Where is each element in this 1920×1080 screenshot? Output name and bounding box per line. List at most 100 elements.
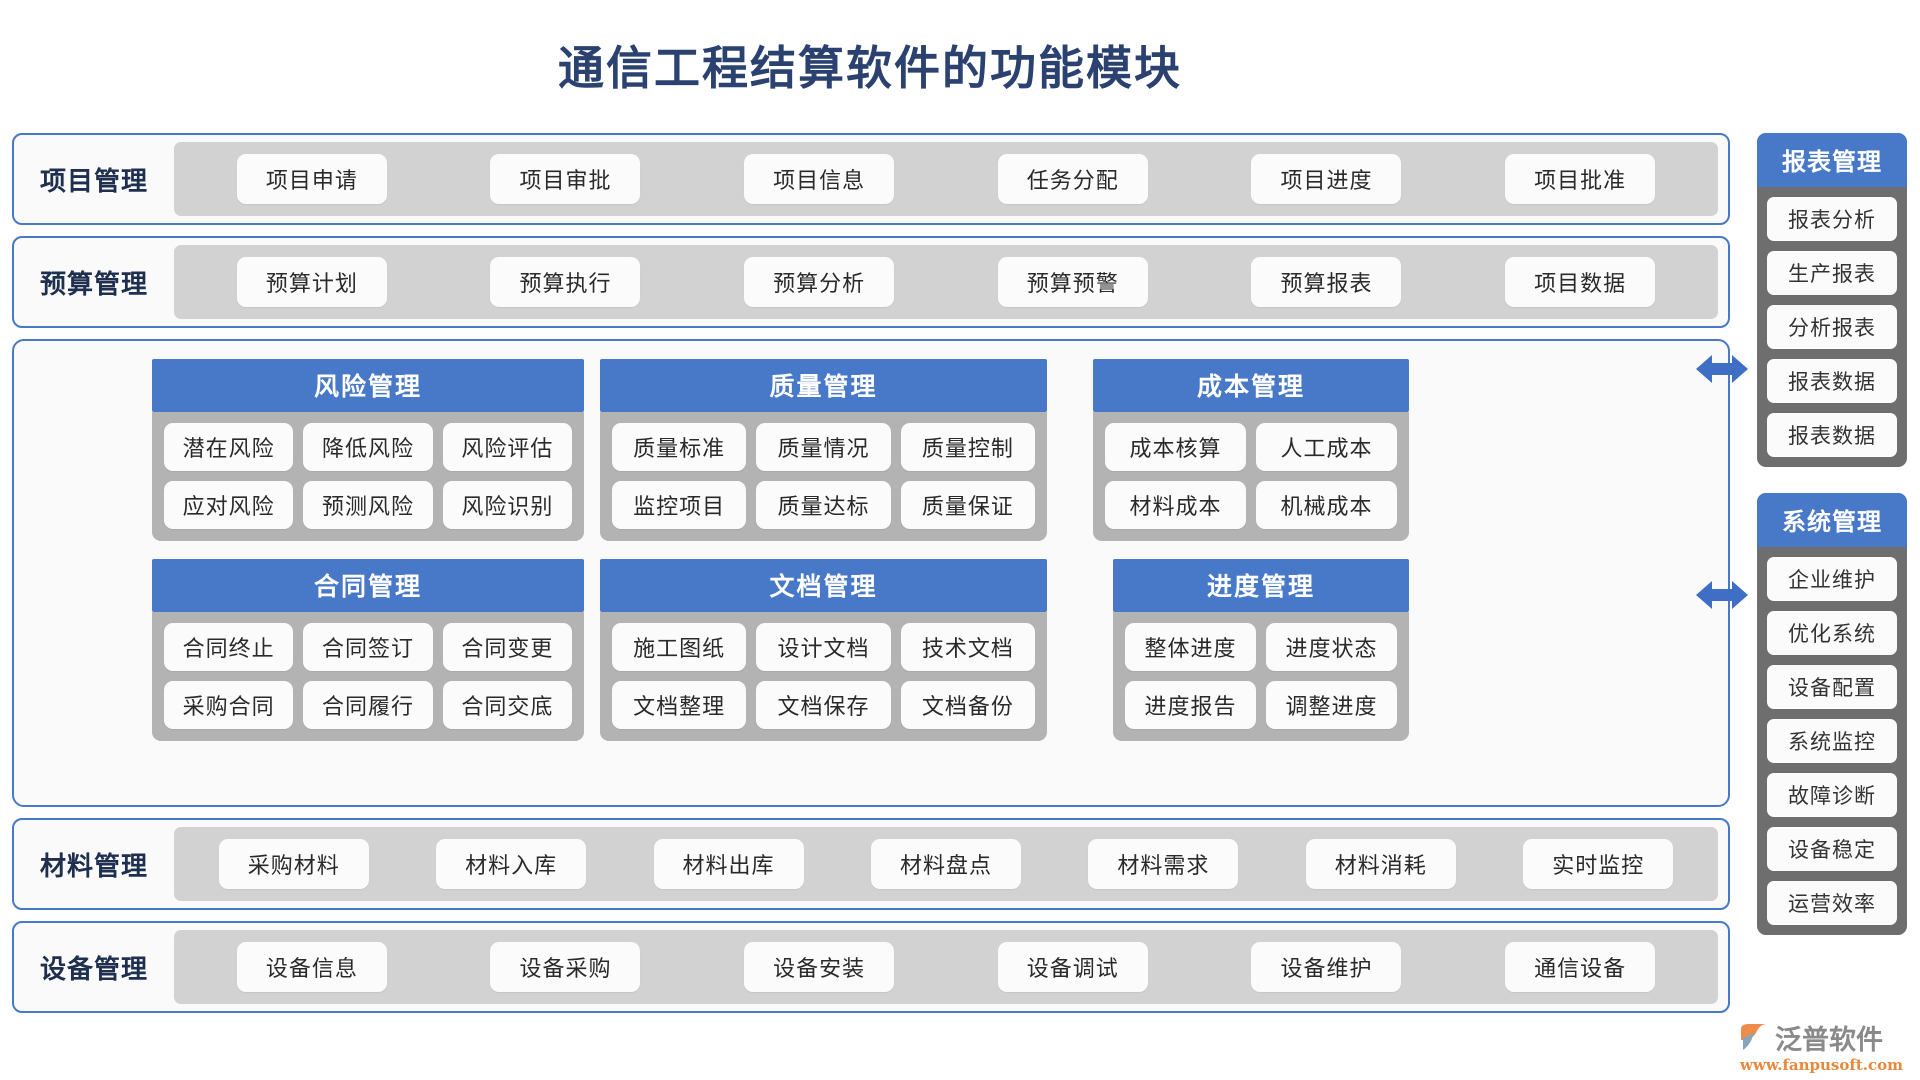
- card-item[interactable]: 整体进度: [1125, 623, 1256, 671]
- double-arrow-icon: [1696, 352, 1748, 386]
- card-item[interactable]: 合同变更: [442, 623, 572, 671]
- band-item[interactable]: 设备维护: [1251, 942, 1402, 992]
- card-item[interactable]: 文档整理: [612, 681, 747, 729]
- card-item[interactable]: 预测风险: [303, 481, 433, 529]
- band-item[interactable]: 预算报表: [1251, 257, 1402, 307]
- card-item[interactable]: 采购合同: [164, 681, 294, 729]
- sidebar-item[interactable]: 优化系统: [1767, 611, 1897, 655]
- swoosh-icon: [1738, 1023, 1770, 1053]
- page-title: 通信工程结算软件的功能模块: [558, 41, 1182, 95]
- card-cost-management: 成本管理 成本核算 人工成本 材料成本 机械成本: [1093, 359, 1409, 541]
- card-title: 进度管理: [1113, 559, 1409, 612]
- band-item[interactable]: 设备采购: [490, 942, 641, 992]
- band-item[interactable]: 实时监控: [1523, 839, 1674, 889]
- double-arrow-icon: [1696, 578, 1748, 612]
- band-project-management: 项目管理 项目申请 项目审批 项目信息 任务分配 项目进度 项目批准: [12, 133, 1730, 225]
- card-item[interactable]: 质量标准: [612, 423, 747, 471]
- sidebar-item[interactable]: 报表分析: [1767, 197, 1897, 241]
- logo-company-name: 泛普软件: [1775, 1025, 1883, 1056]
- card-row: 施工图纸 设计文档 技术文档: [612, 623, 1035, 671]
- sidebar-item[interactable]: 故障诊断: [1767, 773, 1897, 817]
- band-budget-management: 预算管理 预算计划 预算执行 预算分析 预算预警 预算报表 项目数据: [12, 236, 1730, 328]
- band-item[interactable]: 项目批准: [1505, 154, 1656, 204]
- card-item[interactable]: 设计文档: [756, 623, 891, 671]
- card-item[interactable]: 合同交底: [442, 681, 572, 729]
- card-item[interactable]: 质量控制: [900, 423, 1035, 471]
- band-item[interactable]: 采购材料: [218, 839, 369, 889]
- sidebar-panel-title: 报表管理: [1757, 133, 1907, 187]
- card-title: 质量管理: [600, 359, 1047, 412]
- sidebar-item[interactable]: 设备稳定: [1767, 827, 1897, 871]
- card-item[interactable]: 材料成本: [1105, 481, 1246, 529]
- band-item[interactable]: 设备安装: [744, 942, 895, 992]
- card-title: 文档管理: [600, 559, 1047, 612]
- band-item[interactable]: 预算预警: [997, 257, 1148, 307]
- band-item[interactable]: 项目申请: [236, 154, 387, 204]
- card-row: 整体进度 进度状态: [1125, 623, 1397, 671]
- card-item[interactable]: 机械成本: [1256, 481, 1397, 529]
- card-risk-management: 风险管理 潜在风险 降低风险 风险评估 应对风险 预测风险 风险识别: [152, 359, 584, 541]
- sidebar-item[interactable]: 生产报表: [1767, 251, 1897, 295]
- card-item[interactable]: 质量保证: [900, 481, 1035, 529]
- card-row: 材料成本 机械成本: [1105, 481, 1397, 529]
- card-row: 进度报告 调整进度: [1125, 681, 1397, 729]
- band-item[interactable]: 项目审批: [490, 154, 641, 204]
- card-item[interactable]: 应对风险: [164, 481, 294, 529]
- band-item[interactable]: 设备信息: [236, 942, 387, 992]
- card-item[interactable]: 进度状态: [1266, 623, 1397, 671]
- sidebar-item[interactable]: 分析报表: [1767, 305, 1897, 349]
- card-item[interactable]: 降低风险: [303, 423, 433, 471]
- band-item[interactable]: 材料需求: [1088, 839, 1239, 889]
- card-item[interactable]: 风险识别: [442, 481, 572, 529]
- card-item[interactable]: 人工成本: [1256, 423, 1397, 471]
- card-item[interactable]: 进度报告: [1125, 681, 1256, 729]
- band-item[interactable]: 材料盘点: [870, 839, 1021, 889]
- middle-row-2: 合同管理 合同终止 合同签订 合同变更 采购合同 合同履行 合同交底: [34, 559, 1708, 741]
- sidebar-item[interactable]: 企业维护: [1767, 557, 1897, 601]
- band-item[interactable]: 材料入库: [436, 839, 587, 889]
- card-item[interactable]: 施工图纸: [612, 623, 747, 671]
- card-row: 采购合同 合同履行 合同交底: [164, 681, 572, 729]
- logo-url: www.fanpusoft.com: [1740, 1056, 1903, 1074]
- main-column: 项目管理 项目申请 项目审批 项目信息 任务分配 项目进度 项目批准 预算管理 …: [12, 133, 1730, 1024]
- card-item[interactable]: 潜在风险: [164, 423, 294, 471]
- brand-logo: 泛普软件 www.fanpusoft.com: [1738, 1018, 1918, 1074]
- card-item[interactable]: 监控项目: [612, 481, 747, 529]
- right-sidebar: 报表管理 报表分析 生产报表 分析报表 报表数据 报表数据 系统管理 企业维护 …: [1757, 133, 1907, 961]
- band-item[interactable]: 材料出库: [653, 839, 804, 889]
- card-item[interactable]: 质量达标: [756, 481, 891, 529]
- card-item[interactable]: 调整进度: [1266, 681, 1397, 729]
- card-item[interactable]: 文档备份: [900, 681, 1035, 729]
- band-item[interactable]: 设备调试: [997, 942, 1148, 992]
- sidebar-item[interactable]: 报表数据: [1767, 413, 1897, 457]
- band-item[interactable]: 材料消耗: [1305, 839, 1456, 889]
- card-item[interactable]: 技术文档: [900, 623, 1035, 671]
- sidebar-item[interactable]: 报表数据: [1767, 359, 1897, 403]
- card-item[interactable]: 质量情况: [756, 423, 891, 471]
- middle-block-spacer: [34, 759, 1708, 783]
- card-item[interactable]: 合同终止: [164, 623, 294, 671]
- band-item[interactable]: 预算计划: [236, 257, 387, 307]
- card-title: 合同管理: [152, 559, 584, 612]
- band-item[interactable]: 任务分配: [997, 154, 1148, 204]
- band-item[interactable]: 项目进度: [1251, 154, 1402, 204]
- sidebar-panel-report-management: 报表管理 报表分析 生产报表 分析报表 报表数据 报表数据: [1757, 133, 1907, 467]
- card-item[interactable]: 合同签订: [303, 623, 433, 671]
- card-row: 文档整理 文档保存 文档备份: [612, 681, 1035, 729]
- band-material-management: 材料管理 采购材料 材料入库 材料出库 材料盘点 材料需求 材料消耗 实时监控: [12, 818, 1730, 910]
- card-item[interactable]: 合同履行: [303, 681, 433, 729]
- band-item[interactable]: 预算执行: [490, 257, 641, 307]
- sidebar-item[interactable]: 运营效率: [1767, 881, 1897, 925]
- band-item[interactable]: 项目数据: [1505, 257, 1656, 307]
- sidebar-item[interactable]: 系统监控: [1767, 719, 1897, 763]
- card-item[interactable]: 文档保存: [756, 681, 891, 729]
- card-item[interactable]: 风险评估: [442, 423, 572, 471]
- band-item[interactable]: 预算分析: [744, 257, 895, 307]
- sidebar-item[interactable]: 设备配置: [1767, 665, 1897, 709]
- card-item[interactable]: 成本核算: [1105, 423, 1246, 471]
- band-strip: 项目申请 项目审批 项目信息 任务分配 项目进度 项目批准: [174, 142, 1718, 216]
- band-item[interactable]: 项目信息: [744, 154, 895, 204]
- band-label: 材料管理: [39, 851, 148, 882]
- band-item[interactable]: 通信设备: [1505, 942, 1656, 992]
